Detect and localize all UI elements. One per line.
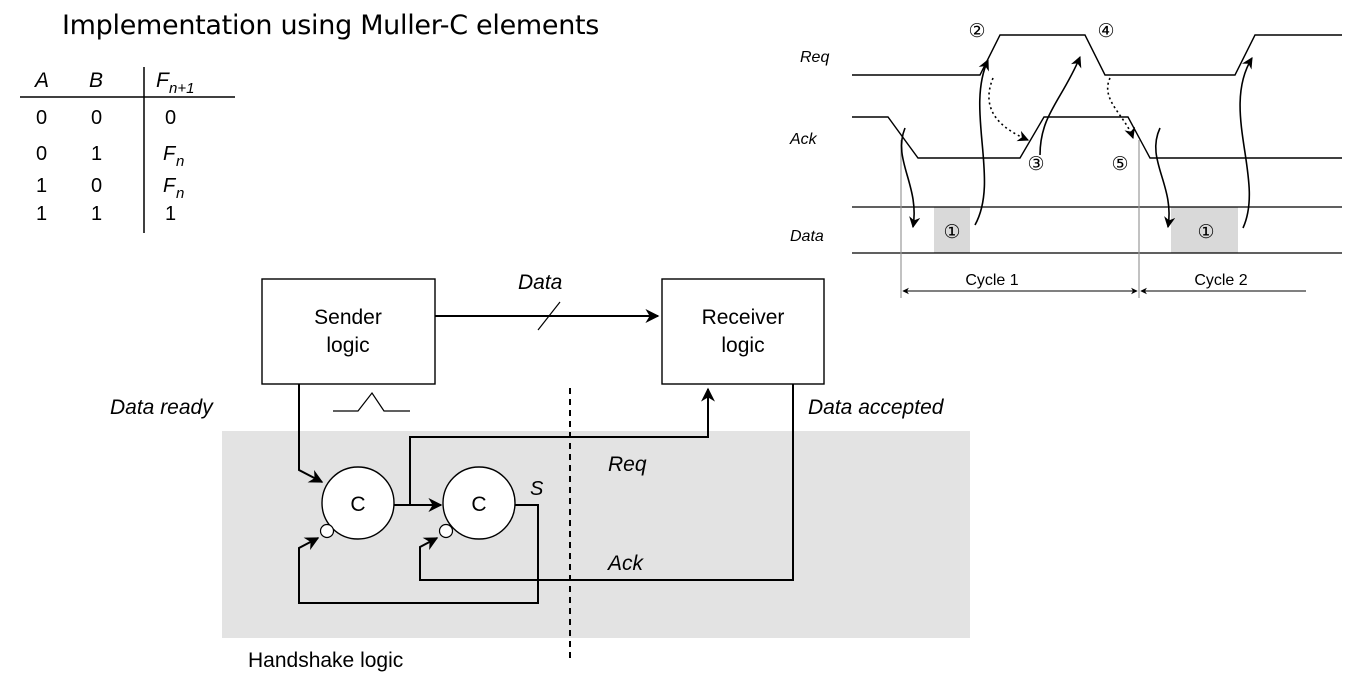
data-ready-wire [298, 384, 324, 483]
bus-width-slash [537, 301, 561, 331]
signal-label-ack: Ack [789, 131, 818, 148]
ack-wire [419, 384, 794, 581]
marker-5: ⑤ [1111, 154, 1128, 175]
req-wire [409, 387, 715, 505]
table-cell: 0 [91, 107, 102, 129]
c-element-1 [321, 466, 395, 540]
data-valid-region [1171, 207, 1238, 253]
marker-2: ② [968, 21, 985, 42]
signal-label-req: Req [800, 49, 829, 66]
timing-diagram: Req Ack Data Cycle 1 Cycle 2 ② ④ ③ ⑤ ① ① [789, 21, 1342, 298]
c-element-2-label: C [471, 493, 486, 516]
req-label: Req [608, 453, 647, 476]
table-cell: 0 [36, 107, 47, 129]
data-valid-region [934, 207, 970, 253]
cycle-1-label: Cycle 1 [965, 272, 1018, 289]
sender-logic-label: Sender [314, 306, 382, 329]
table-cell: 1 [36, 175, 47, 197]
page-title: Implementation using Muller-C elements [62, 10, 600, 41]
c-element-2-invert-bubble [438, 523, 454, 539]
table-cell-subscript: n [176, 185, 184, 202]
table-header-a: A [33, 69, 49, 92]
table-cell: 0 [165, 107, 176, 129]
block-diagram: Sender logic Receiver logic Data Data re… [110, 271, 970, 672]
table-cell: 1 [91, 203, 102, 225]
c-element-2 [442, 466, 516, 540]
data-accepted-label: Data accepted [808, 396, 945, 419]
ack-label: Ack [606, 552, 645, 575]
receiver-logic-label: Receiver [702, 306, 785, 329]
causal-arrow [1239, 57, 1253, 229]
table-cell: 1 [36, 203, 47, 225]
c-element-1-invert-bubble [319, 523, 335, 539]
data-ready-label: Data ready [110, 396, 214, 419]
receiver-logic-label: logic [721, 334, 764, 357]
handshake-logic-label: Handshake logic [248, 649, 403, 672]
causal-arrow [1039, 55, 1082, 156]
marker-1: ① [1197, 222, 1214, 243]
pulse-icon [333, 391, 410, 412]
handshake-region [222, 431, 970, 638]
table-header-f-subscript: n+1 [169, 80, 194, 97]
s-feedback-wire [298, 504, 539, 604]
s-label: S [530, 478, 544, 500]
marker-1: ① [943, 222, 960, 243]
table-cell: F [163, 175, 177, 197]
table-header-b: B [89, 69, 103, 92]
marker-3: ③ [1027, 154, 1044, 175]
ack-waveform [852, 116, 1342, 159]
sender-logic-label: logic [326, 334, 369, 357]
causal-arrow [900, 127, 921, 229]
c-element-1-label: C [350, 493, 365, 516]
table-cell: 1 [165, 203, 176, 225]
data-bus-label: Data [518, 271, 562, 294]
table-cell: F [163, 143, 177, 165]
truth-table: A B F n+1 0 0 0 0 1 F n 1 0 F n 1 1 1 [20, 67, 235, 233]
signal-label-data: Data [790, 228, 824, 245]
cycle-2-label: Cycle 2 [1194, 272, 1247, 289]
table-cell: 0 [36, 143, 47, 165]
receiver-logic-box [661, 278, 825, 385]
causal-arrow [1154, 127, 1176, 229]
table-header-f: F [156, 69, 170, 92]
causal-arrow-dotted [988, 77, 1030, 142]
marker-4: ④ [1097, 21, 1114, 42]
causal-arrow [974, 58, 989, 226]
sender-logic-box [261, 278, 436, 385]
table-cell: 0 [91, 175, 102, 197]
table-cell: 1 [91, 143, 102, 165]
causal-arrow-dotted [1107, 77, 1135, 140]
table-cell-subscript: n [176, 153, 184, 170]
